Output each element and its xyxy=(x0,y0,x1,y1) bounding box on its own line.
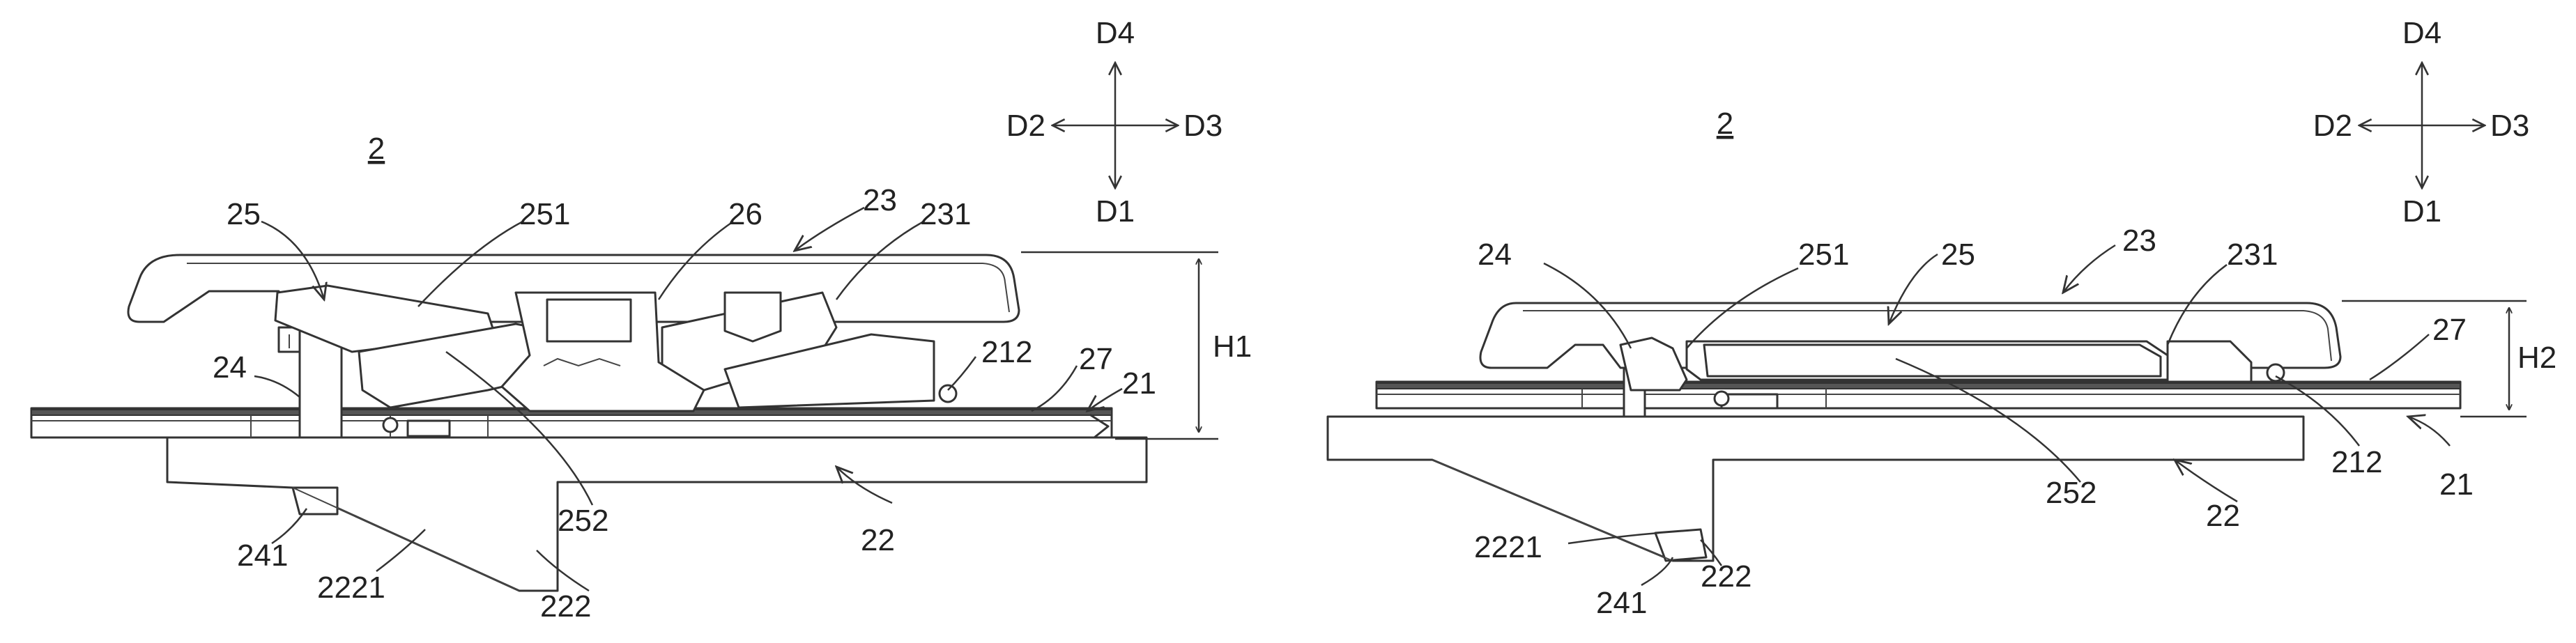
label-251: 251 xyxy=(1798,238,1849,272)
direction-compass: D4 D1 D2 D3 xyxy=(2313,16,2530,228)
label-25: 25 xyxy=(1941,238,1975,272)
label-251: 251 xyxy=(519,197,570,231)
direction-up-label: D4 xyxy=(1096,16,1135,50)
label-2221: 2221 xyxy=(317,571,385,605)
height-label: H1 xyxy=(1213,330,1252,364)
label-22: 22 xyxy=(861,523,895,557)
label-22: 22 xyxy=(2206,499,2240,533)
label-24: 24 xyxy=(213,350,247,385)
label-23: 23 xyxy=(2122,224,2156,258)
label-212: 212 xyxy=(2331,445,2382,479)
direction-down-label: D1 xyxy=(1096,194,1135,228)
label-231: 231 xyxy=(2227,238,2278,272)
label-222: 222 xyxy=(1701,559,1751,594)
label-24: 24 xyxy=(1478,238,1512,272)
label-252: 252 xyxy=(2046,476,2096,510)
direction-left-label: D2 xyxy=(2313,109,2352,143)
figure-left: D4 D1 D2 D3 2 xyxy=(31,16,1252,623)
direction-compass: D4 D1 D2 D3 xyxy=(1006,16,1223,228)
label-231: 231 xyxy=(920,197,971,231)
label-21: 21 xyxy=(2439,467,2474,502)
direction-down-label: D1 xyxy=(2402,194,2441,228)
label-27: 27 xyxy=(2432,313,2467,347)
direction-left-label: D2 xyxy=(1006,109,1045,143)
label-241: 241 xyxy=(237,539,288,573)
figure-right: D4 D1 D2 D3 2 xyxy=(1328,16,2556,620)
label-25: 25 xyxy=(227,197,261,231)
direction-right-label: D3 xyxy=(2490,109,2529,143)
label-2221: 2221 xyxy=(1474,530,1542,564)
label-21: 21 xyxy=(1122,366,1156,401)
label-212: 212 xyxy=(981,335,1032,369)
label-27: 27 xyxy=(1079,342,1113,376)
circuit-layer xyxy=(31,408,1112,437)
label-241: 241 xyxy=(1596,586,1647,620)
base-plate xyxy=(167,437,1147,591)
direction-right-label: D3 xyxy=(1183,109,1222,143)
label-252: 252 xyxy=(558,504,608,538)
figure-number: 2 xyxy=(1717,107,1733,141)
circuit-layer xyxy=(1377,382,2460,408)
label-23: 23 xyxy=(863,183,897,217)
figure-number: 2 xyxy=(368,132,385,166)
label-222: 222 xyxy=(540,589,591,623)
direction-up-label: D4 xyxy=(2402,16,2441,50)
height-label: H2 xyxy=(2517,341,2556,375)
label-26: 26 xyxy=(728,197,762,231)
